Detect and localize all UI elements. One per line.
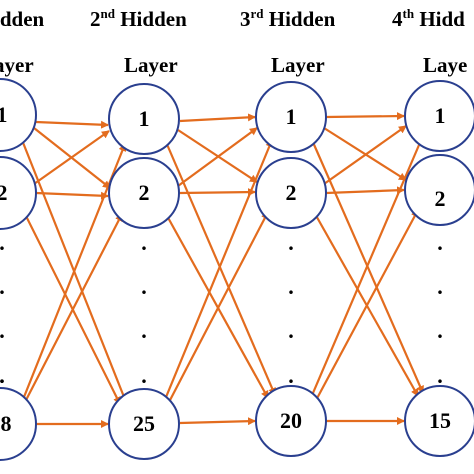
layer-4-ellipsis: . . . .	[437, 230, 443, 388]
layer-4-node-2-label: 2	[435, 186, 446, 211]
connections	[20, 112, 425, 428]
ellipsis-dot: .	[0, 363, 5, 388]
edge-l1n8-l2n1	[20, 143, 127, 403]
edge-l3n20-l4n2	[313, 209, 419, 405]
layer-3-node-1: 1	[255, 81, 327, 153]
ellipsis-dot: .	[288, 274, 294, 299]
layer-1-ellipsis: . . . .	[0, 230, 5, 388]
layer-3-node-1-label: 1	[286, 104, 297, 129]
ellipsis-dot: .	[141, 318, 147, 343]
ellipsis-dot: .	[437, 230, 443, 255]
ellipsis-dot: .	[0, 274, 5, 299]
layer-2-header: 2nd Hidden Layer	[90, 6, 187, 77]
layer-2-node-1: 1	[108, 83, 180, 155]
ellipsis-dot: .	[0, 318, 5, 343]
ellipsis-dot: .	[141, 363, 147, 388]
edge-l1n2-l2n25	[23, 211, 121, 405]
layer-4-nodes: 1 2 15 . . . .	[404, 80, 474, 457]
ellipsis-dot: .	[0, 363, 5, 388]
edge-l2n2-l3n1	[177, 127, 258, 187]
layer-2-node-1-label: 1	[139, 106, 150, 131]
layer-2-node-2: 2	[108, 157, 180, 229]
layer-1-node-2: 2	[0, 156, 37, 230]
layer-3-node-20-label: 20	[280, 408, 302, 433]
layer-3-header-line2: Layer	[271, 53, 325, 77]
edge-l3n20-l4n1	[308, 137, 424, 401]
layer-4-node-1: 1	[404, 80, 474, 152]
edge-l3n1-l4n1	[325, 112, 405, 121]
layer-3-node-2-label: 2	[286, 180, 297, 205]
edge-l2n25-l3n20	[179, 417, 256, 426]
layer-1-node-1-label: 1	[0, 102, 8, 127]
layer-3-header: 3rd Hidden Layer	[240, 6, 336, 77]
ellipsis-dot: .	[141, 230, 147, 255]
layer-1-node-8-label: 8	[1, 411, 12, 436]
layer-2-header-line2: Layer	[124, 53, 178, 77]
layer-4-node-1-label: 1	[435, 103, 446, 128]
edge-l1n8-l2n2	[23, 213, 123, 405]
edge-l3n2-l4n15	[313, 211, 419, 397]
layer-4-node-15-label: 15	[429, 408, 451, 433]
layer-1-header: idden ayer	[0, 7, 45, 77]
ellipsis-dot: .	[288, 318, 294, 343]
layer-1-header-line2: ayer	[0, 53, 34, 77]
edge-l1n1-l2n1	[35, 120, 109, 129]
edge-l2n25-l3n1	[162, 139, 274, 403]
ellipsis-dot: .	[141, 274, 147, 299]
edge-l2n25-l3n2	[167, 211, 269, 405]
layer-4-node-2: 2	[404, 154, 474, 226]
layer-2-header-line1: 2nd Hidden	[90, 6, 187, 31]
edge-l2n1-l3n20	[164, 141, 277, 396]
layer-2-nodes: 1 2 25 . . . .	[108, 83, 180, 460]
edge-l3n2-l4n2	[325, 186, 405, 195]
layer-1-node-8: 8	[0, 387, 37, 461]
layer-2-node-2-label: 2	[139, 180, 150, 205]
layer-2-node-25: 25	[108, 388, 180, 460]
layer-1-node-2-label: 2	[0, 180, 8, 205]
edge-l1n2-l2n2	[35, 191, 109, 200]
layer-3-ellipsis: . . . .	[288, 230, 294, 388]
edge-l3n2-l4n1	[323, 125, 407, 185]
layer-4-header-line2: Laye	[423, 53, 467, 77]
edge-l1n2-l2n1	[33, 130, 110, 185]
edge-l2n2-l3n20	[165, 213, 269, 399]
layer-1-node-1: 1	[0, 78, 37, 152]
ellipsis-dot: .	[437, 318, 443, 343]
ellipsis-dot: .	[288, 230, 294, 255]
layer-2-node-25-label: 25	[133, 411, 155, 436]
ellipsis-dot: .	[288, 363, 294, 388]
ellipsis-dot: .	[0, 230, 5, 255]
layer-3-node-2: 2	[255, 157, 327, 229]
edge-l2n2-l3n2	[179, 188, 256, 197]
layer-4-header: 4th Hidd Laye	[392, 6, 467, 77]
ellipsis-dot: .	[437, 274, 443, 299]
ellipsis-dot: .	[437, 363, 443, 388]
layer-4-node-15: 15	[404, 385, 474, 457]
layer-4-header-line1: 4th Hidd	[392, 6, 465, 31]
layer-3-header-line1: 3rd Hidden	[240, 6, 336, 31]
layer-3-node-20: 20	[255, 385, 327, 457]
layer-1-nodes: 1 2 8 . . . .	[0, 78, 37, 461]
layer-3-nodes: 1 2 20 . . . .	[255, 81, 327, 457]
edge-l2n1-l3n1	[179, 113, 256, 123]
layer-1-header-line1: idden	[0, 7, 45, 31]
layer-2-ellipsis: . . . .	[141, 230, 147, 388]
